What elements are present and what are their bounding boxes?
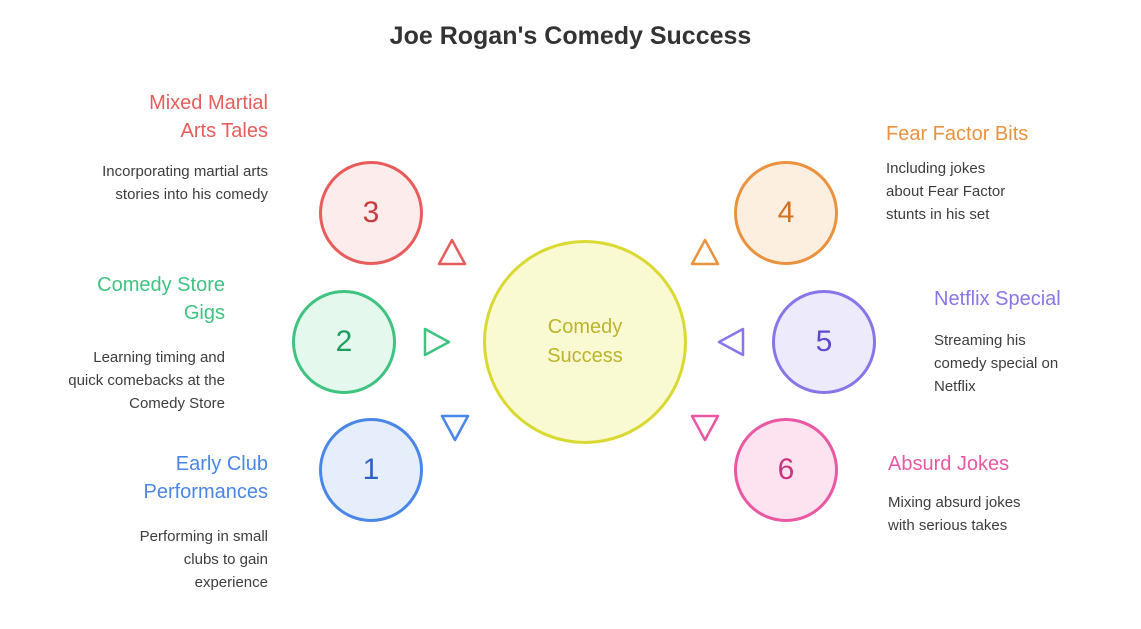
step-1-circle: 1 bbox=[319, 418, 423, 522]
step-4-label: Fear Factor Bits bbox=[886, 123, 1029, 145]
step-6-description: Mixing absurd jokes with serious takes bbox=[888, 494, 1021, 534]
step-1-number: 1 bbox=[362, 453, 380, 486]
step-3-circle: 3 bbox=[319, 161, 423, 265]
arrow-up-icon bbox=[437, 238, 467, 266]
arrow-left-icon bbox=[717, 327, 745, 357]
step-6-number: 6 bbox=[777, 453, 795, 486]
arrow-down-icon bbox=[690, 414, 720, 442]
step-5-number: 5 bbox=[815, 325, 833, 358]
step-6-circle: 6 bbox=[734, 418, 838, 522]
arrow-right-icon bbox=[423, 327, 451, 357]
step-2-label: Comedy Store Gigs bbox=[97, 274, 225, 325]
arrow-up-icon bbox=[690, 238, 720, 266]
step-6-label: Absurd Jokes bbox=[888, 453, 1010, 475]
step-5-label: Netflix Special bbox=[934, 288, 1061, 310]
step-1-label: Early Club Performances bbox=[143, 453, 269, 504]
step-3-label: Mixed Martial Arts Tales bbox=[149, 92, 268, 143]
step-2-number: 2 bbox=[335, 325, 353, 358]
diagram-title: Joe Rogan's Comedy Success bbox=[389, 22, 752, 50]
center-label: Comedy Success bbox=[547, 316, 623, 367]
step-4-number: 4 bbox=[777, 196, 795, 229]
step-3-description: Incorporating martial arts stories into … bbox=[102, 163, 268, 203]
step-1-description: Performing in small clubs to gain experi… bbox=[139, 528, 268, 591]
arrow-down-icon bbox=[440, 414, 470, 442]
step-4-circle: 4 bbox=[734, 161, 838, 265]
step-2-description: Learning timing and quick comebacks at t… bbox=[68, 349, 225, 412]
step-2-circle: 2 bbox=[292, 290, 396, 394]
center-circle: Comedy Success bbox=[483, 240, 687, 444]
step-4-description: Including jokes about Fear Factor stunts… bbox=[886, 160, 1006, 223]
step-3-number: 3 bbox=[362, 196, 380, 229]
step-5-description: Streaming his comedy special on Netflix bbox=[934, 332, 1059, 395]
step-5-circle: 5 bbox=[772, 290, 876, 394]
